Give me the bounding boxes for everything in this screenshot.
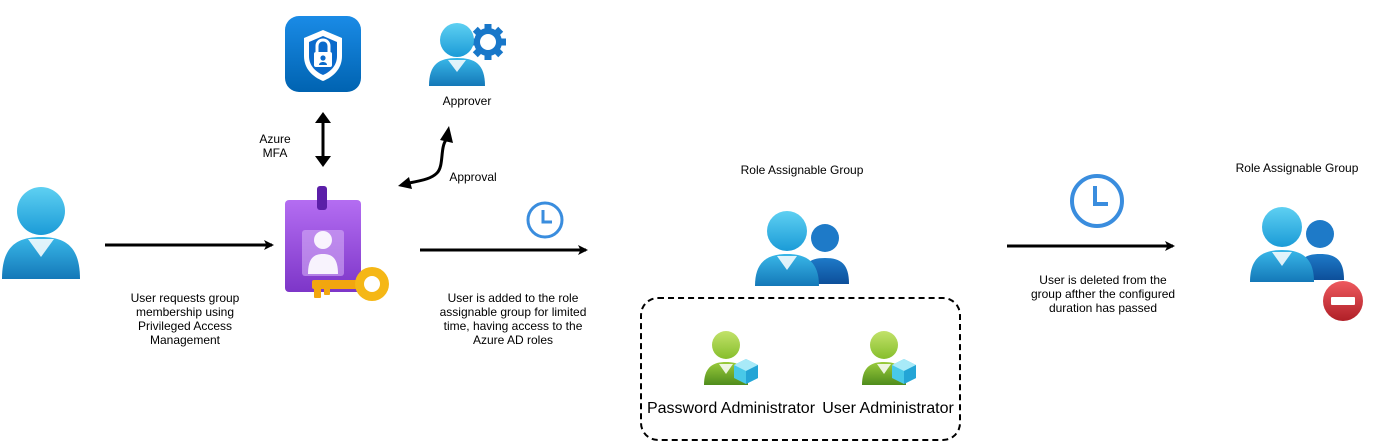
group-title-1: Role Assignable Group	[740, 163, 864, 177]
remove-minus-icon	[1322, 280, 1364, 322]
pim-badge-key-icon	[284, 186, 392, 308]
group-users-icon	[755, 210, 850, 286]
user-request-label: User requests group membership using Pri…	[130, 291, 240, 347]
user-deleted-label: User is deleted from the group afther th…	[1030, 273, 1176, 315]
user-admin-role-icon	[862, 331, 918, 385]
password-admin-role-icon	[704, 331, 760, 385]
password-admin-label: Password Administrator	[646, 400, 816, 417]
approver-label: Approver	[442, 94, 492, 108]
clock-icon	[525, 200, 565, 240]
approval-label: Approval	[449, 170, 497, 184]
arrow-approval	[408, 139, 448, 185]
azure-mfa-label: Azure MFA	[259, 132, 291, 160]
user-admin-label: User Administrator	[822, 400, 954, 417]
approver-user-gear-icon	[428, 20, 506, 86]
group-users-icon	[1250, 206, 1345, 282]
roles-container	[640, 297, 961, 441]
clock-icon	[1068, 172, 1126, 230]
requesting-user-icon	[0, 183, 82, 279]
user-added-label: User is added to the role assignable gro…	[439, 291, 587, 347]
group-title-2: Role Assignable Group	[1235, 161, 1359, 175]
authenticator-lock-icon	[285, 16, 361, 92]
